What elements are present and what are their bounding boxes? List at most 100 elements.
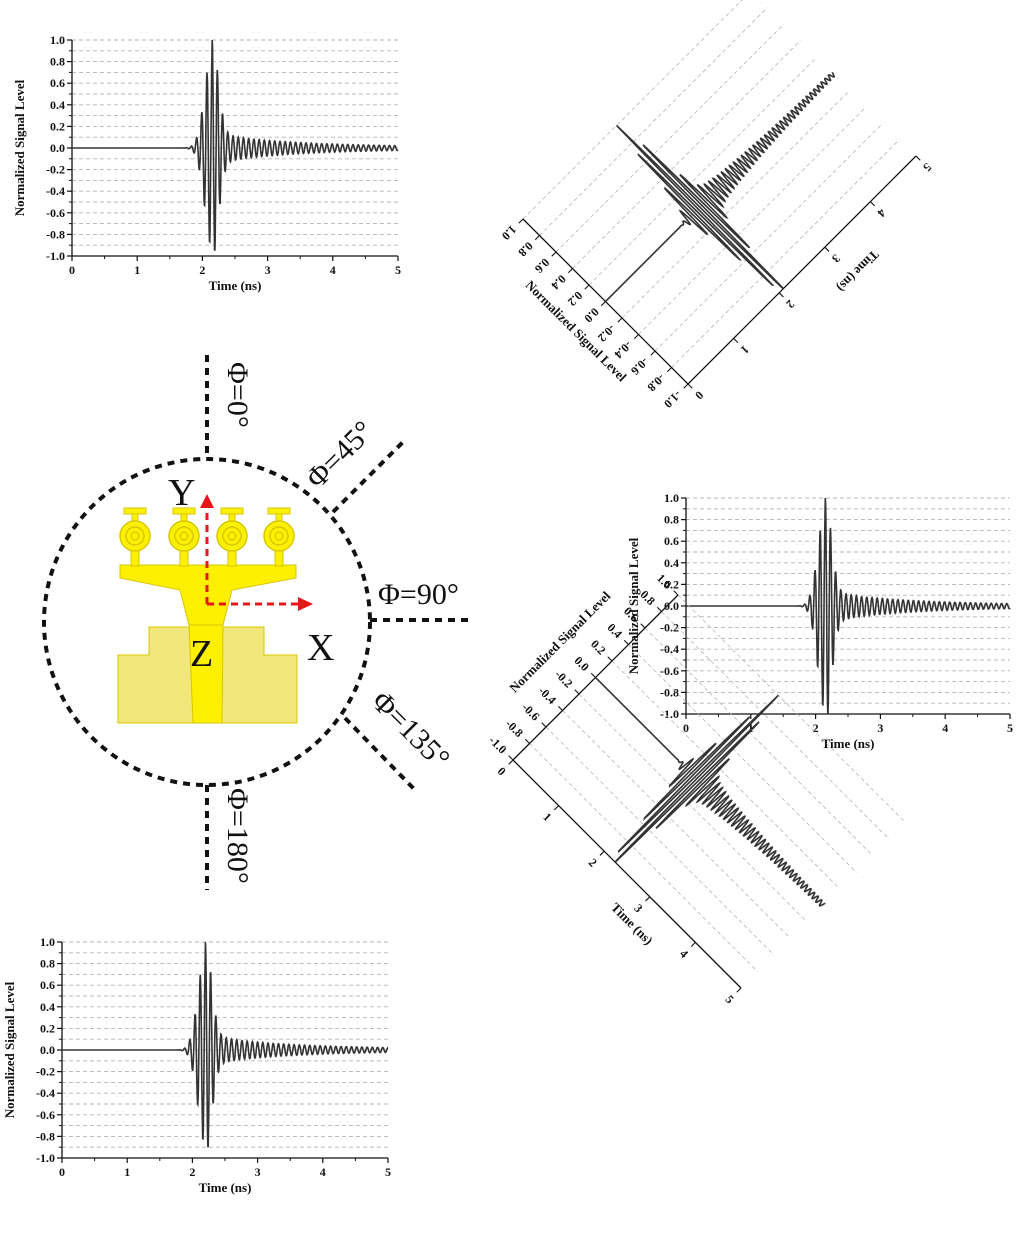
y-tick-label: -0.2	[660, 621, 679, 635]
direction-line-45	[331, 438, 407, 514]
x-tick-label: 3	[877, 721, 883, 735]
y-tick-label: -1.0	[486, 733, 509, 756]
x-tick-label: 3	[829, 251, 843, 265]
x-tick	[870, 201, 876, 207]
y-tick-label: -0.6	[36, 1108, 55, 1122]
y-axis-title: Normalized Signal Level	[2, 981, 17, 1118]
y-tick	[584, 284, 590, 290]
x-tick-label: 0	[69, 263, 75, 277]
y-tick-label: -0.8	[503, 717, 526, 740]
x-tick-label: 4	[330, 263, 336, 277]
grid-line	[572, 40, 801, 269]
grid-line	[578, 693, 808, 923]
y-tick	[518, 218, 524, 224]
x-tick	[733, 338, 739, 344]
x-tick-label: 3	[265, 263, 271, 277]
grid-line	[562, 710, 791, 939]
y-tick-label: 0.0	[664, 599, 679, 613]
y-tick-label: 0.6	[532, 256, 553, 277]
x-tick-label: 3	[631, 901, 645, 915]
y-tick	[557, 705, 563, 711]
x-axis-title: Time (ns)	[608, 900, 656, 948]
x-tick-label: 2	[199, 263, 205, 277]
x-tick-label: 1	[748, 721, 754, 735]
grid-line	[539, 7, 768, 236]
y-tick-label: -0.8	[36, 1129, 55, 1143]
z-letter: Z	[190, 633, 213, 675]
x-tick-label: 2	[813, 721, 819, 735]
grid-line	[661, 611, 890, 840]
y-tick-label: 0.8	[50, 55, 65, 69]
x-tick-label: 4	[320, 1165, 326, 1179]
y-tick-label: -0.2	[46, 163, 65, 177]
y-tick-label: -1.0	[46, 249, 65, 263]
label-phi-180: Φ=180°	[221, 788, 254, 884]
y-tick-label: 1.0	[664, 491, 679, 505]
y-tick-label: 0.0	[571, 653, 592, 674]
antenna-elements	[119, 507, 295, 567]
y-tick-label: -0.6	[519, 700, 542, 723]
y-letter: Y	[168, 472, 195, 514]
y-tick	[590, 672, 596, 678]
signal-series-line	[72, 39, 399, 251]
x-tick	[599, 850, 605, 856]
y-tick-label: 0.2	[40, 1021, 55, 1035]
label-phi-135: Φ=135°	[365, 685, 456, 776]
x-tick	[508, 759, 514, 765]
x-tick-label: 2	[783, 297, 797, 311]
x-tick-label: 2	[189, 1165, 195, 1179]
x-axis-title: Time (ns)	[199, 1180, 252, 1195]
y-tick-label: 0.4	[548, 272, 569, 293]
x-tick-label: 4	[875, 206, 889, 220]
y-tick-label: 0.2	[50, 119, 65, 133]
x-tick-label: 5	[723, 992, 737, 1006]
y-tick-label: -0.4	[36, 1086, 55, 1100]
y-tick-label: 0.0	[40, 1043, 55, 1057]
y-tick-label: 0.6	[664, 534, 679, 548]
y-tick	[673, 590, 679, 596]
label-phi-0: Φ=0°	[221, 362, 254, 428]
grid-line	[522, 0, 743, 220]
y-tick-label: -1.0	[661, 388, 684, 411]
x-tick-label: 1	[540, 810, 554, 824]
y-tick-label: -0.4	[46, 184, 65, 198]
grid-line	[654, 122, 884, 352]
x-tick-label: 1	[124, 1165, 130, 1179]
grid-line	[588, 56, 818, 286]
grid-line	[529, 743, 758, 972]
x-tick	[736, 987, 742, 993]
x-tick-label: 1	[738, 343, 752, 357]
y-axis-title: Normalized Signal Level	[12, 79, 27, 216]
y-tick	[640, 623, 646, 629]
x-tick-label: 5	[1007, 721, 1013, 735]
x-tick-label: 5	[920, 160, 934, 174]
y-tick-label: -0.6	[628, 355, 651, 378]
x-tick-label: 3	[255, 1165, 261, 1179]
y-tick	[607, 656, 613, 662]
antenna-element	[263, 507, 295, 567]
y-tick-label: -0.8	[660, 685, 679, 699]
y-tick-label: 0.2	[664, 577, 679, 591]
grid-line	[671, 139, 900, 368]
y-tick	[656, 606, 662, 612]
y-tick	[574, 689, 580, 695]
label-phi-45: Φ=45°	[300, 414, 381, 495]
y-tick-label: -1.0	[36, 1151, 55, 1165]
direction-line-135	[343, 716, 417, 792]
x-tick-label: 0	[683, 721, 689, 735]
y-tick-label: -0.2	[36, 1065, 55, 1079]
x-axis-title: Time (ns)	[822, 736, 875, 751]
y-tick	[650, 350, 656, 356]
x-tick-label: 0	[59, 1165, 65, 1179]
x-arrow-head	[298, 597, 313, 611]
y-tick	[508, 755, 514, 761]
x-tick	[915, 155, 921, 161]
y-tick-label: 0.6	[50, 76, 65, 90]
grid-line	[555, 23, 785, 253]
x-tick	[687, 383, 693, 389]
x-tick-label: 1	[134, 263, 140, 277]
y-tick-label: 0.2	[588, 637, 609, 658]
